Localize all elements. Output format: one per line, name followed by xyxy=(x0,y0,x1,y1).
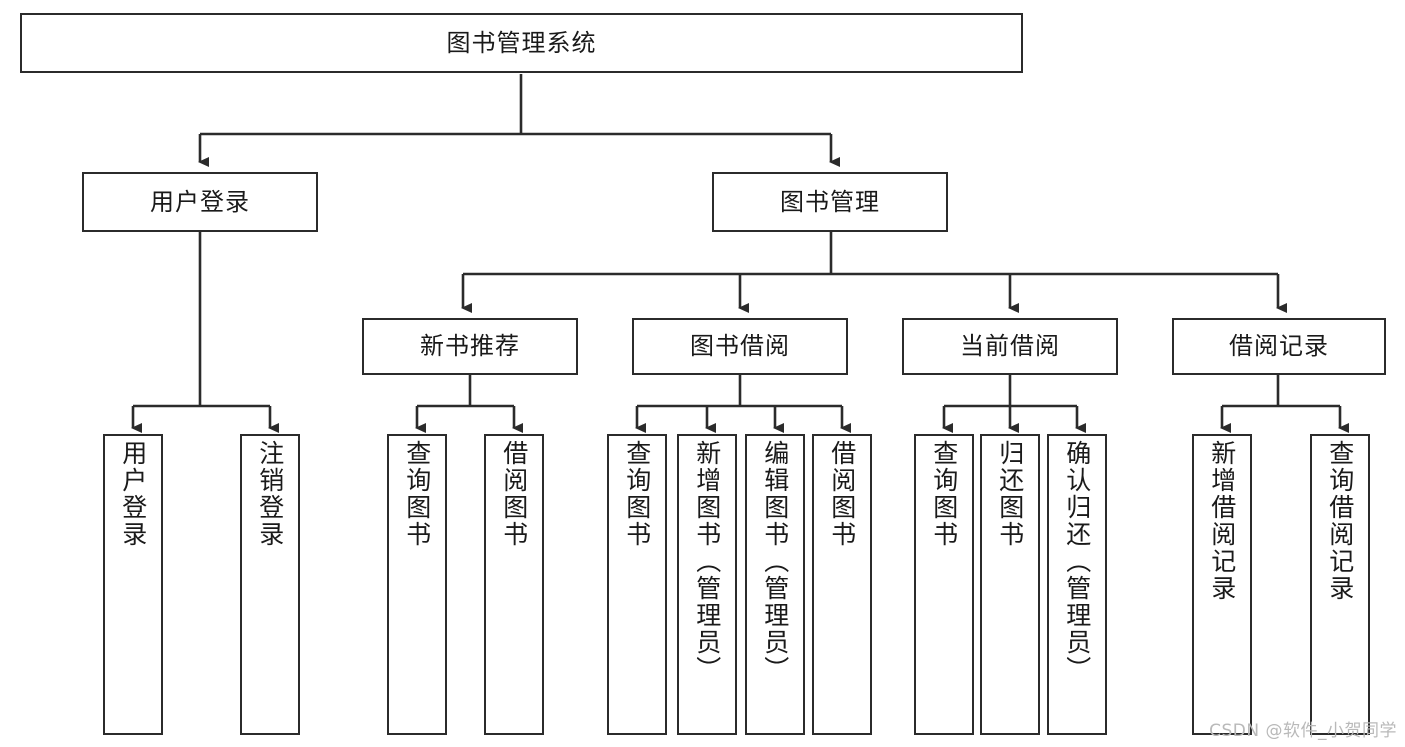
node-leaf-add-book[interactable]: 新增图书（管理员） xyxy=(677,434,737,735)
node-leaf-confirm-return-label: 确认归还（管理员） xyxy=(1062,440,1092,683)
node-leaf-user-login[interactable]: 用户登录 xyxy=(103,434,163,735)
node-root-label: 图书管理系统 xyxy=(446,28,597,57)
node-root[interactable]: 图书管理系统 xyxy=(20,13,1023,73)
node-leaf-return-book-label: 归还图书 xyxy=(995,440,1025,548)
node-leaf-borrow-book-2-label: 借阅图书 xyxy=(827,440,857,548)
node-borrow-record-label: 借阅记录 xyxy=(1229,332,1329,361)
node-leaf-add-record-label: 新增借阅记录 xyxy=(1207,440,1237,602)
node-leaf-query-record[interactable]: 查询借阅记录 xyxy=(1310,434,1370,735)
node-leaf-edit-book[interactable]: 编辑图书（管理员） xyxy=(745,434,805,735)
node-book-management-label: 图书管理 xyxy=(780,187,880,216)
node-leaf-add-book-label: 新增图书（管理员） xyxy=(692,440,722,683)
node-user-login[interactable]: 用户登录 xyxy=(82,172,318,232)
node-leaf-query-book-1-label: 查询图书 xyxy=(402,440,432,548)
node-leaf-query-book-3[interactable]: 查询图书 xyxy=(914,434,974,735)
watermark-text: CSDN @软件_小贺同学 xyxy=(1209,721,1397,741)
node-leaf-query-book-2[interactable]: 查询图书 xyxy=(607,434,667,735)
node-borrow-record[interactable]: 借阅记录 xyxy=(1172,318,1386,375)
node-leaf-logout-login[interactable]: 注销登录 xyxy=(240,434,300,735)
node-leaf-logout-login-label: 注销登录 xyxy=(255,440,285,548)
node-new-book-recommend[interactable]: 新书推荐 xyxy=(362,318,578,375)
node-current-borrow-label: 当前借阅 xyxy=(960,332,1060,361)
node-book-management[interactable]: 图书管理 xyxy=(712,172,948,232)
node-leaf-confirm-return[interactable]: 确认归还（管理员） xyxy=(1047,434,1107,735)
node-book-borrow[interactable]: 图书借阅 xyxy=(632,318,848,375)
node-book-borrow-label: 图书借阅 xyxy=(690,332,790,361)
node-leaf-return-book[interactable]: 归还图书 xyxy=(980,434,1040,735)
node-leaf-add-record[interactable]: 新增借阅记录 xyxy=(1192,434,1252,735)
node-user-login-label: 用户登录 xyxy=(150,187,250,216)
node-leaf-query-book-2-label: 查询图书 xyxy=(622,440,652,548)
node-current-borrow[interactable]: 当前借阅 xyxy=(902,318,1118,375)
node-leaf-query-book-1[interactable]: 查询图书 xyxy=(387,434,447,735)
node-leaf-query-record-label: 查询借阅记录 xyxy=(1325,440,1355,602)
node-leaf-user-login-label: 用户登录 xyxy=(118,440,148,548)
node-leaf-borrow-book-1[interactable]: 借阅图书 xyxy=(484,434,544,735)
node-leaf-edit-book-label: 编辑图书（管理员） xyxy=(760,440,790,683)
node-leaf-borrow-book-1-label: 借阅图书 xyxy=(499,440,529,548)
node-leaf-borrow-book-2[interactable]: 借阅图书 xyxy=(812,434,872,735)
node-new-book-recommend-label: 新书推荐 xyxy=(420,332,520,361)
node-leaf-query-book-3-label: 查询图书 xyxy=(929,440,959,548)
